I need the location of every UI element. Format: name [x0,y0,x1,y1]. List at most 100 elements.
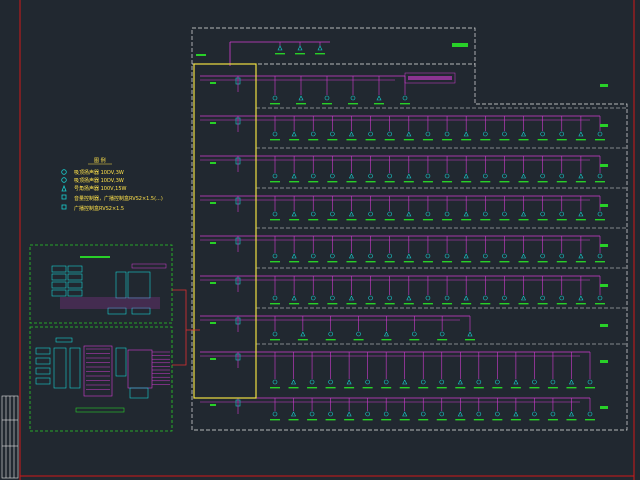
horn-speaker-icon [348,211,354,217]
circle-speaker-icon [502,173,507,179]
circuit-tag [210,404,216,406]
circle-speaker-icon [502,211,507,217]
circle-speaker-icon [482,173,488,179]
horn-speaker-icon [291,211,297,217]
legend: 图 例 吸顶扬声器 10DV,3W 吸顶扬声器 10DV,3W 号角扬声器 10… [61,157,163,212]
circle-speaker-icon [272,95,278,101]
floor-tag [600,204,608,207]
horn-speaker-icon [298,95,304,101]
horn-speaker-icon [467,331,473,337]
circle-speaker-icon [550,411,556,417]
horn-speaker-icon [376,95,382,101]
circle-speaker-icon [272,253,278,259]
horn-speaker-icon [402,379,408,385]
device-label [575,139,586,141]
floor-tag [600,324,608,327]
equipment-box-lower [29,326,173,432]
legend-item-text: 广播控制盒RVS2×1.5 [74,205,124,212]
device-label [288,387,299,389]
device-label [362,419,373,421]
circle-speaker-icon [330,173,335,179]
floor-row [200,343,627,389]
horn-speaker-icon [578,295,584,301]
device-label [595,261,605,263]
floor-tag [600,284,608,287]
device-label [403,181,414,183]
device-label [499,139,510,141]
feeder-risers [172,63,257,399]
circle-speaker-icon [532,379,537,385]
rack-unit [35,367,51,375]
device-label [384,181,395,183]
circuit-tag [210,202,216,204]
title-block [1,395,19,479]
circle-speaker-icon [495,411,500,417]
circle-speaker-icon [328,411,333,417]
floor-tag [600,406,608,409]
circle-speaker-icon [330,211,335,217]
red-feed-line [172,289,187,366]
circuit-tag [210,358,216,360]
device-label [442,261,453,263]
rack-unit [131,307,151,315]
circle-speaker-icon [368,295,373,301]
device-label [455,419,466,421]
device-label [461,261,472,263]
rack-unit [35,347,51,355]
device-label [325,339,336,341]
device-label [325,387,336,389]
circle-speaker-icon [495,379,500,385]
rack-unit [69,347,81,389]
circle-speaker-icon [439,379,445,385]
device-label [362,387,373,389]
device-label [307,387,318,389]
device-label [442,139,453,141]
device-label [442,303,453,305]
device-label [400,103,410,105]
device-label [325,419,336,421]
device-label [348,103,358,105]
drawing-frame [19,0,635,480]
device-label [461,219,472,221]
device-label [384,139,395,141]
legend-item-0: 吸顶扬声器 10DV,3W [61,169,124,176]
rack-unit [67,289,83,297]
building-outline [191,27,628,431]
device-label [442,181,453,183]
horn-speaker-icon [521,131,527,137]
horn-speaker-icon [383,331,389,337]
device-label [384,261,395,263]
floor-row [200,107,627,141]
device-label [344,419,355,421]
horn-speaker-icon [406,173,412,179]
horn-speaker-icon [348,295,354,301]
circle-speaker-icon [559,131,565,137]
device-label [556,219,567,221]
circuit-tag [210,242,216,244]
horn-speaker-icon [291,379,297,385]
horn-speaker-icon [317,45,323,51]
horn-speaker-icon [346,411,352,417]
legend-item-text: 号角扬声器 100V,15W [74,185,127,192]
floor-tag [600,244,608,247]
circle-speaker-icon [559,295,565,301]
device-label [270,419,280,421]
device-label [289,181,300,183]
horn-speaker-icon [578,211,584,217]
device-label [480,261,491,263]
circle-speaker-icon [597,131,603,137]
rack-unit [75,407,125,413]
device-label [297,339,308,341]
device-label [399,387,410,389]
device-label [365,181,376,183]
device-label [465,339,475,341]
device-label [327,181,338,183]
legend-item-2: 号角扬声器 100V,15W [61,184,127,192]
horn-speaker-icon [300,331,306,337]
circle-speaker-icon [476,411,482,417]
device-label [418,419,429,421]
rack-unit [51,265,67,273]
circuit-tag [210,122,216,124]
rack-unit [127,271,151,299]
